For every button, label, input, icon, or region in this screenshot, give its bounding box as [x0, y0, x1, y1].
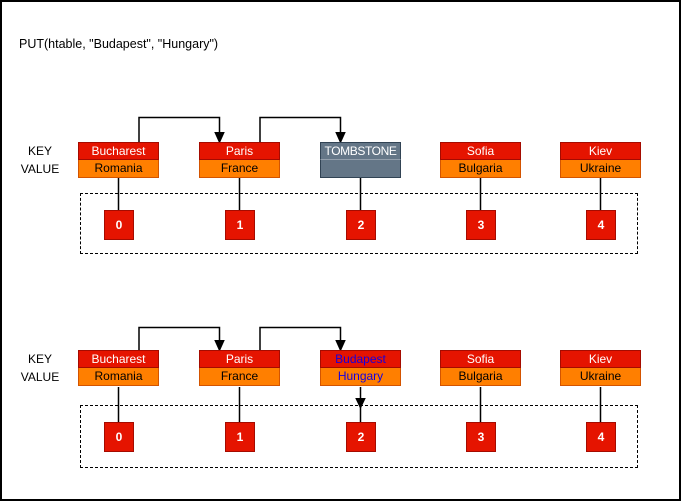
cell-value: Ukraine	[560, 160, 641, 178]
key-row-label: KEY	[27, 144, 52, 158]
bucket-array-box-before	[80, 193, 638, 254]
operation-title: PUT(htable, "Budapest", "Hungary")	[19, 37, 219, 51]
cell-kiev-after: Kiev Ukraine	[560, 350, 641, 386]
cell-value: Romania	[78, 160, 159, 178]
cell-value: Ukraine	[560, 368, 641, 386]
key-row-label: KEY	[27, 352, 52, 366]
cell-key: Bucharest	[78, 350, 159, 368]
cell-value: Bulgaria	[440, 160, 521, 178]
bucket-index-3-after: 3	[466, 422, 496, 452]
cell-value: France	[199, 368, 280, 386]
cell-paris-after: Paris France	[199, 350, 280, 386]
chain-arrow-bucharest-to-paris-after	[138, 326, 225, 352]
cell-sofia-after: Sofia Bulgaria	[440, 350, 521, 386]
cell-key: Sofia	[440, 350, 521, 368]
bucket-index-2-after: 2	[346, 422, 376, 452]
cell-kiev-before: Kiev Ukraine	[560, 142, 641, 178]
cell-key: Paris	[199, 350, 280, 368]
bucket-index-2-before: 2	[346, 210, 376, 240]
bucket-index-3-before: 3	[466, 210, 496, 240]
value-row-label: VALUE	[20, 370, 60, 384]
bucket-index-1-before: 1	[225, 210, 255, 240]
cell-tombstone-before: TOMBSTONE	[320, 142, 401, 178]
cell-bucharest-after: Bucharest Romania	[78, 350, 159, 386]
cell-key: Budapest	[320, 350, 401, 368]
cell-paris-before: Paris France	[199, 142, 280, 178]
cell-budapest-after: Budapest Hungary	[320, 350, 401, 386]
bucket-index-1-after: 1	[225, 422, 255, 452]
cell-value: Romania	[78, 368, 159, 386]
cell-sofia-before: Sofia Bulgaria	[440, 142, 521, 178]
bucket-index-4-after: 4	[586, 422, 616, 452]
cell-value: Hungary	[320, 368, 401, 386]
bucket-array-box-after	[80, 405, 638, 468]
cell-key: Kiev	[560, 350, 641, 368]
cell-key: Sofia	[440, 142, 521, 160]
value-row-label: VALUE	[20, 162, 60, 176]
cell-key: Kiev	[560, 142, 641, 160]
cell-key: Bucharest	[78, 142, 159, 160]
chain-arrow-paris-to-budapest-after	[259, 326, 346, 352]
cell-key: Paris	[199, 142, 280, 160]
bucket-index-0-after: 0	[104, 422, 134, 452]
cell-value: Bulgaria	[440, 368, 521, 386]
bucket-index-0-before: 0	[104, 210, 134, 240]
cell-value: France	[199, 160, 280, 178]
cell-value	[320, 160, 401, 178]
bucket-index-4-before: 4	[586, 210, 616, 240]
chain-arrow-bucharest-to-paris-before	[138, 116, 225, 144]
cell-key: TOMBSTONE	[320, 142, 401, 160]
chain-arrow-paris-to-tombstone-before	[259, 116, 346, 144]
cell-bucharest-before: Bucharest Romania	[78, 142, 159, 178]
